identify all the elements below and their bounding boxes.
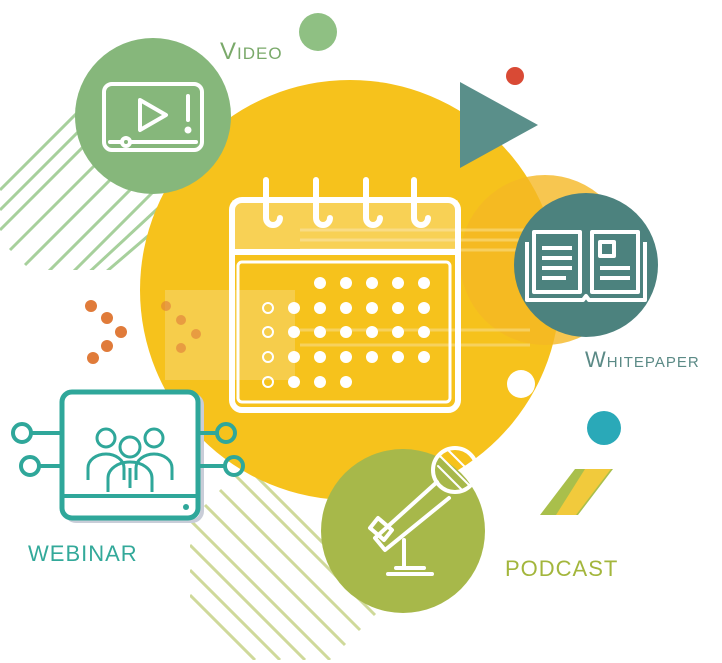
decor-dot-white [507, 370, 535, 398]
microphone-icon [368, 446, 479, 576]
calendar-icon [229, 177, 461, 413]
open-book-icon [525, 230, 647, 302]
orange-dot-arrow [85, 300, 201, 364]
label-whitepaper: Whitepaper [585, 347, 700, 372]
label-video: Video [220, 38, 283, 65]
decor-dot-red [506, 67, 524, 85]
faded-stripes [300, 228, 560, 347]
video-badge [75, 38, 231, 194]
label-podcast: PODCAST [505, 556, 619, 581]
podcast-badge [321, 446, 485, 613]
video-player-icon [102, 82, 204, 152]
decor-dot-green [299, 13, 337, 51]
play-triangle-icon [460, 82, 538, 168]
webinar-people-icon [11, 389, 245, 523]
label-webinar: WEBINAR [28, 541, 138, 566]
decor-dot-cyan [587, 411, 621, 445]
whitepaper-badge [514, 193, 658, 337]
decor-parallelogram-yellow [556, 469, 611, 515]
